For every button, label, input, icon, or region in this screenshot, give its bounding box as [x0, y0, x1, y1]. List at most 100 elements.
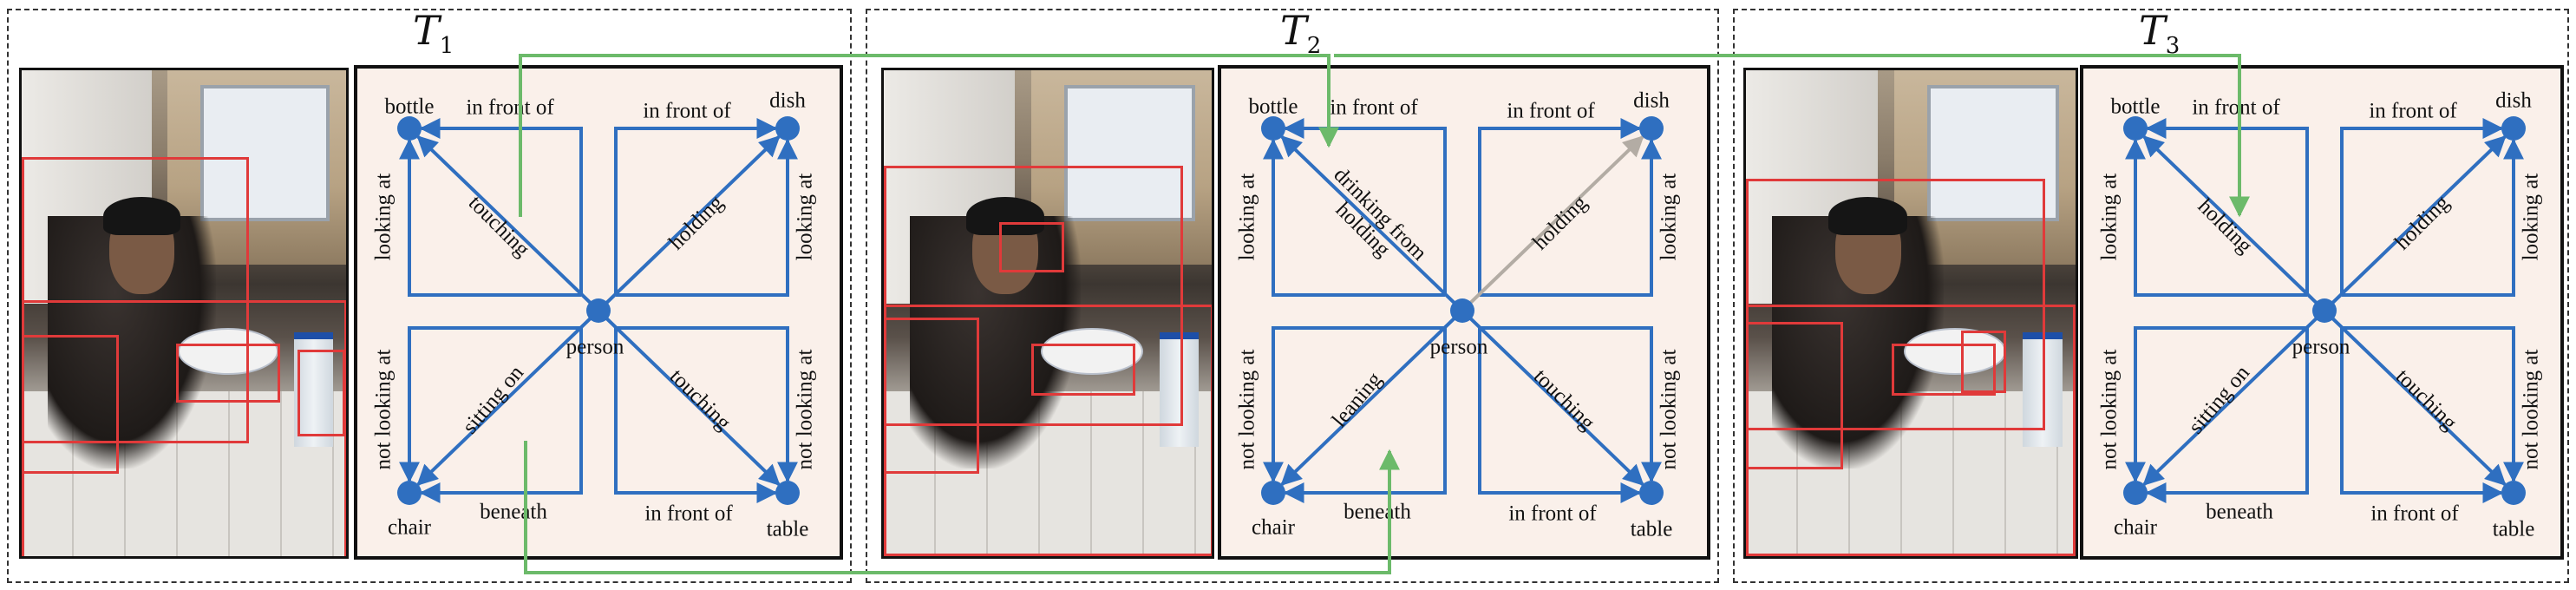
relation-label-lower-left: leaning	[1328, 368, 1387, 432]
video-frame-t2	[881, 68, 1214, 559]
relation-label-upper-right: holding	[664, 191, 728, 254]
bbox-chair	[1746, 322, 1843, 469]
node-label-bottle: bottle	[2111, 95, 2161, 119]
bbox-dish	[1031, 344, 1135, 396]
edge-diagonal-chair	[2142, 309, 2326, 486]
node-bottle	[397, 116, 422, 141]
node-bottle	[2123, 116, 2148, 141]
relation-label-upper-right: holding	[1528, 191, 1592, 254]
edge-diagonal-chair	[416, 309, 600, 486]
relation-label-not-looking-at: not looking at	[794, 350, 817, 470]
node-chair	[2123, 481, 2148, 505]
edge-not-looking-at-table	[2342, 326, 2524, 483]
node-dish	[2501, 116, 2526, 141]
edge-in-front-of-table	[614, 328, 778, 503]
edge-not-looking-at-chair	[399, 326, 581, 483]
relation-label-looking-at: looking at	[372, 174, 396, 261]
relation-label-upper-left: holding	[2194, 194, 2257, 258]
node-label-person: person	[566, 336, 624, 359]
edge-diagonal-bottle	[1280, 135, 1464, 312]
edge-in-front-of-dish	[614, 118, 778, 295]
bbox-chair	[884, 318, 979, 474]
node-person	[1450, 298, 1474, 323]
node-label-dish: dish	[769, 89, 806, 113]
relation-label-looking-at: looking at	[2520, 174, 2543, 261]
bbox-bottle	[297, 350, 345, 436]
edge-in-front-of-dish	[1478, 118, 1642, 295]
edge-diagonal-chair	[1280, 309, 1464, 486]
bbox-person	[884, 166, 1183, 426]
relation-label-lower-left: sitting on	[458, 361, 528, 439]
node-dish	[1639, 116, 1664, 141]
relation-label-upper-left: touching	[464, 191, 534, 261]
edge-in-front-of-dish	[2340, 118, 2504, 295]
node-label-person: person	[2292, 336, 2350, 359]
relation-label-in-front-of: in front of	[643, 100, 731, 123]
relation-label-in-front-of: in front of	[1508, 502, 1597, 526]
relation-label-lower-right: touching	[2391, 364, 2462, 435]
edge-looking-at-bottle	[2125, 138, 2307, 297]
relation-label-in-front-of: in front of	[1507, 100, 1595, 123]
node-chair	[397, 481, 422, 505]
relation-label-not-looking-at: not looking at	[2098, 350, 2122, 470]
node-label-table: table	[2493, 518, 2535, 541]
edge-diagonal-table	[1461, 309, 1644, 486]
relation-label-looking-at: looking at	[1657, 174, 1681, 261]
edge-diagonal-dish	[1461, 135, 1644, 312]
edge-looking-at-dish	[1480, 138, 1662, 297]
node-chair	[1261, 481, 1285, 505]
edge-not-looking-at-chair	[1263, 326, 1445, 483]
relation-label-in-front-of: in front of	[2369, 100, 2457, 123]
edge-looking-at-dish	[616, 138, 798, 297]
relation-label-lower-right: touching	[1529, 364, 1599, 435]
relation-label-not-looking-at: not looking at	[2520, 350, 2543, 470]
bbox-bottle	[1961, 331, 2006, 393]
edge-diagonal-table	[597, 309, 781, 486]
relation-label-beneath: beneath	[480, 501, 547, 524]
relation-label-in-front-of: in front of	[466, 96, 554, 120]
relation-label-lower-right: touching	[665, 364, 736, 435]
frame-title-t1: T1	[413, 7, 454, 60]
node-label-bottle: bottle	[385, 95, 435, 119]
edge-looking-at-dish	[2342, 138, 2524, 297]
edge-diagonal-table	[2323, 309, 2507, 486]
node-label-chair: chair	[388, 516, 432, 540]
edge-looking-at-bottle	[1263, 138, 1445, 297]
video-frame-t1	[19, 68, 349, 559]
edge-in-front-of-table	[2340, 328, 2504, 503]
relation-label-looking-at: looking at	[1236, 174, 1259, 261]
edge-diagonal-bottle	[2142, 135, 2326, 312]
frame-t2: T2	[866, 7, 1719, 583]
relation-label-upper-right: holding	[2390, 191, 2454, 254]
relation-label-lower-left: sitting on	[2184, 361, 2254, 439]
bbox-chair	[22, 335, 119, 474]
relation-label-in-front-of: in front of	[1330, 96, 1418, 120]
node-label-dish: dish	[1633, 89, 1670, 113]
transition-arrow-holding-t3	[1334, 54, 2250, 218]
frame-t1: T1	[7, 7, 852, 583]
edge-in-front-of-bottle	[419, 118, 583, 295]
relation-label-not-looking-at: not looking at	[1236, 350, 1259, 470]
frame-title-t3: T3	[2139, 7, 2180, 60]
relation-label-beneath: beneath	[1344, 501, 1411, 524]
edge-not-looking-at-table	[616, 326, 798, 483]
relation-label-looking-at: looking at	[794, 174, 817, 261]
relation-label-in-front-of: in front of	[644, 502, 733, 526]
node-label-bottle: bottle	[1249, 95, 1298, 119]
node-label-chair: chair	[2114, 516, 2158, 540]
relation-label-in-front-of: in front of	[2192, 96, 2280, 120]
relation-label-not-looking-at: not looking at	[372, 350, 396, 470]
bbox-bottle	[999, 222, 1064, 272]
bbox-dish	[176, 344, 280, 403]
transition-arrow-holding	[519, 54, 1339, 217]
edge-not-looking-at-chair	[2125, 326, 2307, 483]
edge-diagonal-bottle	[416, 135, 600, 312]
node-person	[2312, 298, 2337, 323]
edge-beneath-chair	[2145, 328, 2309, 503]
node-person	[586, 298, 611, 323]
frame-t3: T3	[1733, 7, 2569, 583]
relation-label-not-looking-at: not looking at	[1657, 350, 1681, 470]
node-label-chair: chair	[1252, 516, 1296, 540]
node-label-person: person	[1430, 336, 1488, 359]
